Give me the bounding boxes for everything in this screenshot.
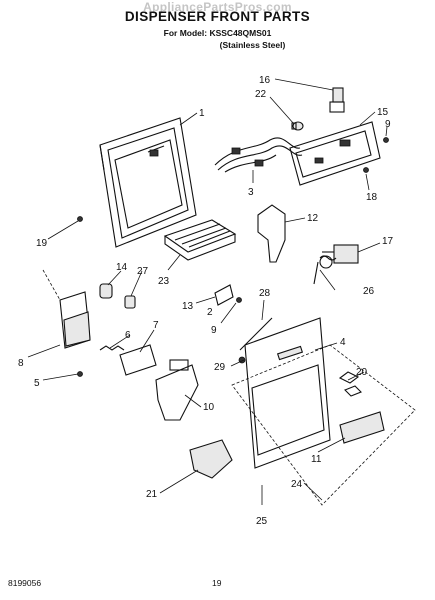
part-lever-13: [214, 284, 234, 306]
callout-13: 13: [182, 301, 194, 312]
part-spring-6: [99, 345, 125, 351]
callout-22: 22: [255, 89, 267, 100]
callout-17: 17: [382, 236, 394, 247]
callout-3: 3: [248, 187, 254, 198]
part-ice-chute: [155, 359, 199, 421]
part-screws: [77, 137, 389, 377]
callout-21: 21: [146, 489, 158, 500]
watermark: AppliancePartsPros.com: [143, 0, 292, 14]
callout-10: 10: [203, 402, 215, 413]
part-lamp: [291, 121, 304, 131]
part-housing-frame: [99, 117, 197, 248]
part-actuator-lever: [257, 204, 286, 263]
document-number: 8199056: [8, 578, 42, 588]
part-dispenser-panel: [244, 317, 331, 469]
part-wire-harness: [214, 137, 303, 173]
callout-25: 25: [256, 516, 268, 527]
callout-leaders: [27, 78, 388, 501]
callout-23: 23: [158, 276, 170, 287]
part-pivot-pin: [124, 295, 136, 309]
part-module-board: [42, 269, 91, 349]
part-spring: [313, 255, 337, 285]
part-outer-frame: [231, 344, 416, 506]
model-subtitle: For Model: KSSC48QMS01: [163, 28, 272, 38]
callout-14: 14: [116, 262, 128, 273]
callout-6: 6: [125, 330, 131, 341]
callout-26: 26: [363, 286, 375, 297]
callout-11: 11: [311, 454, 322, 465]
page-title: DISPENSER FRONT PARTS: [124, 9, 311, 24]
callout-7: 7: [153, 320, 159, 331]
part-control-housing: [289, 121, 381, 186]
part-chute-cup: [189, 439, 233, 479]
callout-19: 19: [36, 238, 48, 249]
callout-27: 27: [137, 266, 149, 277]
callout-9-top: 9: [385, 119, 391, 130]
callout-15: 15: [377, 107, 389, 118]
callout-20: 20: [356, 367, 368, 378]
part-drip-grille: [163, 219, 237, 261]
part-solenoid: [322, 244, 359, 264]
page-number: 19: [212, 578, 222, 588]
callout-4: 4: [340, 337, 346, 348]
callout-1: 1: [199, 108, 205, 119]
part-bracket-7: [119, 344, 157, 376]
part-switches: [338, 371, 385, 444]
callout-18: 18: [366, 192, 378, 203]
part-rod: [238, 317, 273, 364]
callout-12: 12: [307, 213, 319, 224]
finish-subtitle: (Stainless Steel): [219, 40, 286, 50]
callout-9-mid: 9: [211, 325, 217, 336]
callout-5: 5: [34, 378, 40, 389]
callout-8: 8: [18, 358, 24, 369]
callout-24: 24: [291, 479, 303, 490]
part-switch: [329, 87, 345, 113]
part-bushing: [99, 283, 113, 299]
callout-16: 16: [259, 75, 271, 86]
callout-2: 2: [207, 307, 213, 318]
callout-28: 28: [259, 288, 271, 299]
callout-29: 29: [214, 362, 226, 373]
